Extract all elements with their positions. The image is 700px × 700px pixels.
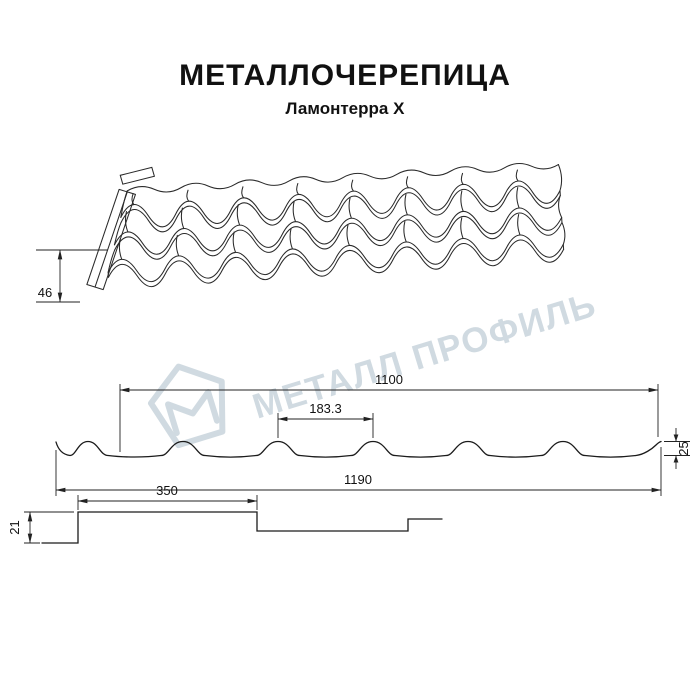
watermark-text: МЕТАЛЛ ПРОФИЛЬ: [248, 285, 601, 427]
dim-46-label: 46: [38, 285, 52, 300]
gable-trim: [86, 166, 156, 291]
page-subtitle: Ламонтерра X: [286, 99, 406, 118]
page-title: МЕТАЛЛОЧЕРЕПИЦА: [179, 59, 511, 92]
dim-25-label: 25: [676, 441, 691, 455]
step-profile: 350 21: [7, 483, 443, 544]
dim-1100-label: 1100: [375, 372, 403, 387]
dimension-46: 46: [36, 249, 108, 303]
profile-curve: [55, 440, 662, 458]
dim-21-label: 21: [7, 520, 22, 534]
dimension-21: 21: [7, 511, 74, 544]
perspective-view: 46: [36, 162, 566, 303]
dimension-25: 25: [664, 428, 691, 469]
watermark: МЕТАЛЛ ПРОФИЛЬ: [147, 285, 601, 449]
dimension-350: 350: [77, 483, 258, 510]
dimension-183-3: 183.3: [277, 401, 374, 438]
brand-logo-icon: [147, 363, 226, 449]
dim-1190-label: 1190: [344, 472, 372, 487]
dim-350-label: 350: [156, 483, 178, 498]
dim-183-3-label: 183.3: [309, 401, 342, 416]
step-curve: [41, 511, 443, 544]
dimension-1100: 1100: [119, 372, 659, 452]
cross-section: 1100 183.3 25 1190: [55, 372, 691, 496]
dimension-1190: 1190: [55, 447, 662, 496]
